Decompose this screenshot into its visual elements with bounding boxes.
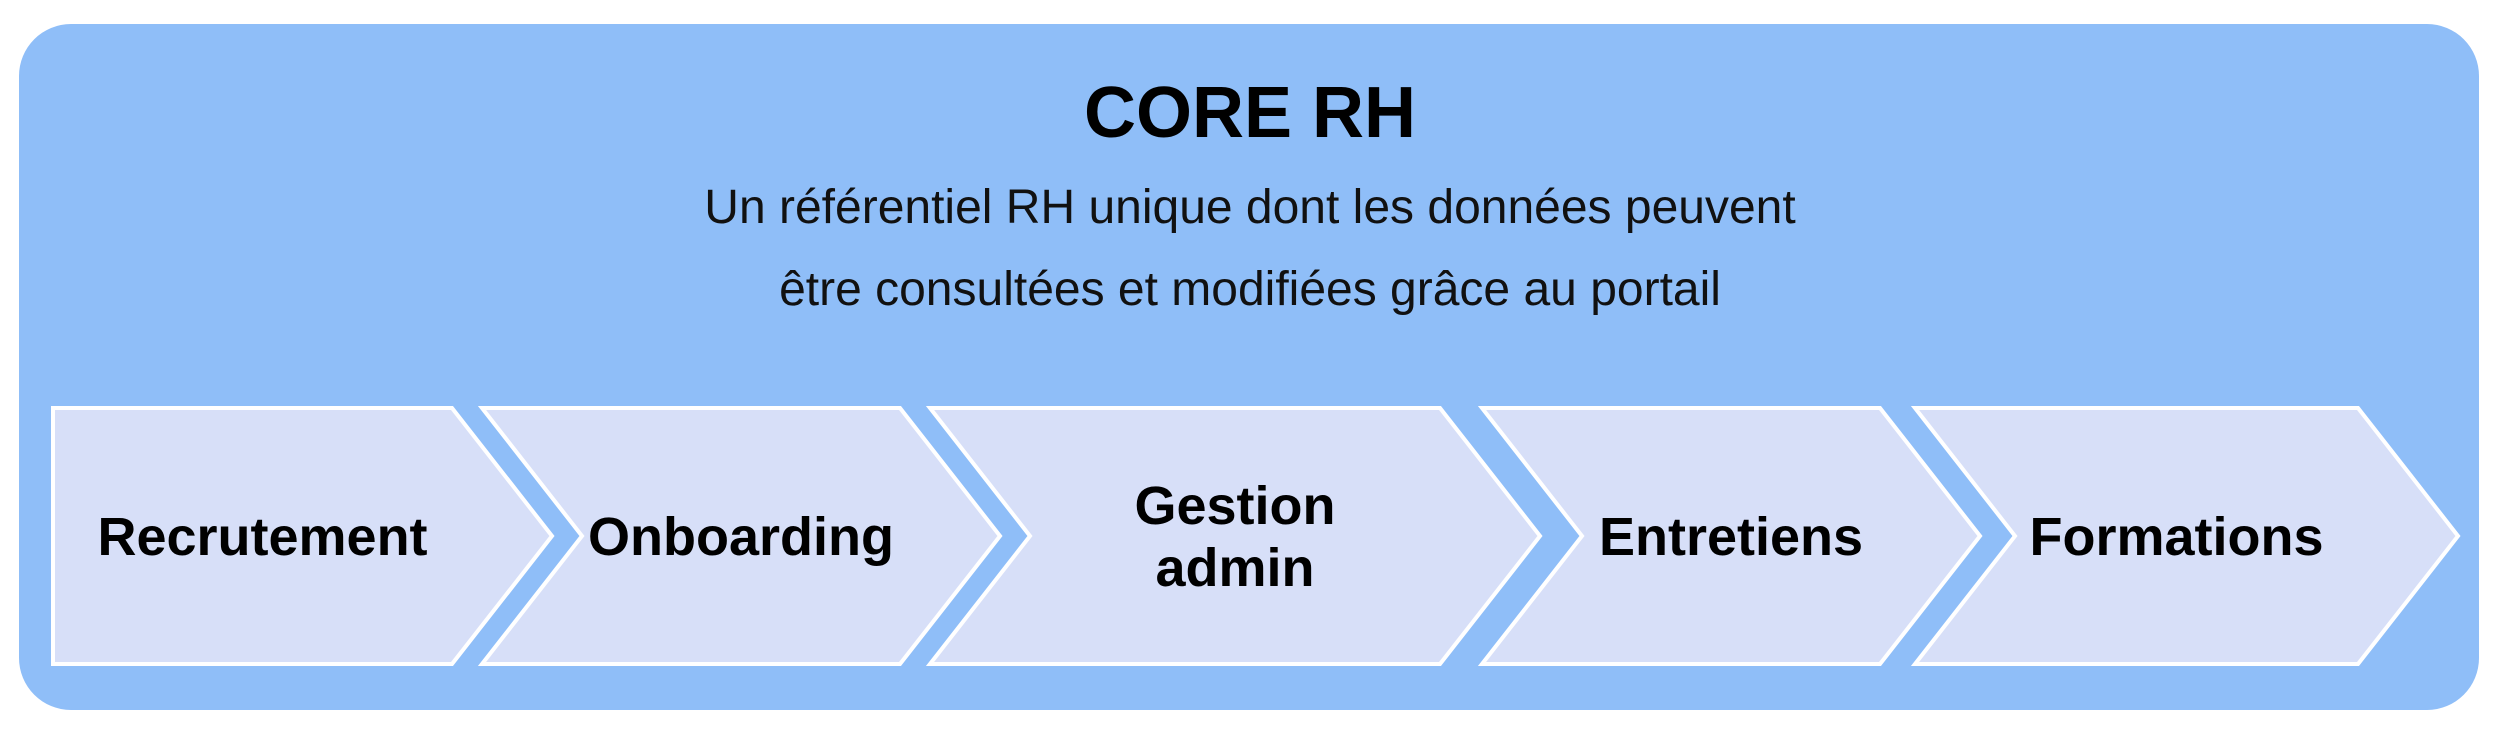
step-label: Onboarding [588,507,894,567]
step-label: Recrutement [97,507,427,567]
subtitle-line-1: Un référentiel RH unique dont les donnée… [704,181,1796,234]
process-step-4: Entretiens [1477,406,1983,666]
step-label: Formations [2029,507,2323,567]
process-step-2: Onboarding [477,406,1003,666]
diagram-title: CORE RH [1083,73,1416,153]
subtitle-line-2: être consultées et modifiées grâce au po… [779,263,1721,316]
chevron-shape [477,406,1003,666]
process-step-1: Recrutement [51,406,555,666]
step-label: Entretiens [1599,507,1863,567]
process-step-5: Formations [1910,406,2461,666]
chevron-shape [925,406,1543,666]
step-label: admin [1155,538,1314,598]
chevron-shape [1910,406,2461,666]
step-label: Gestion [1134,476,1335,536]
chevron-shape [51,406,555,666]
chevron-shape [1477,406,1983,666]
